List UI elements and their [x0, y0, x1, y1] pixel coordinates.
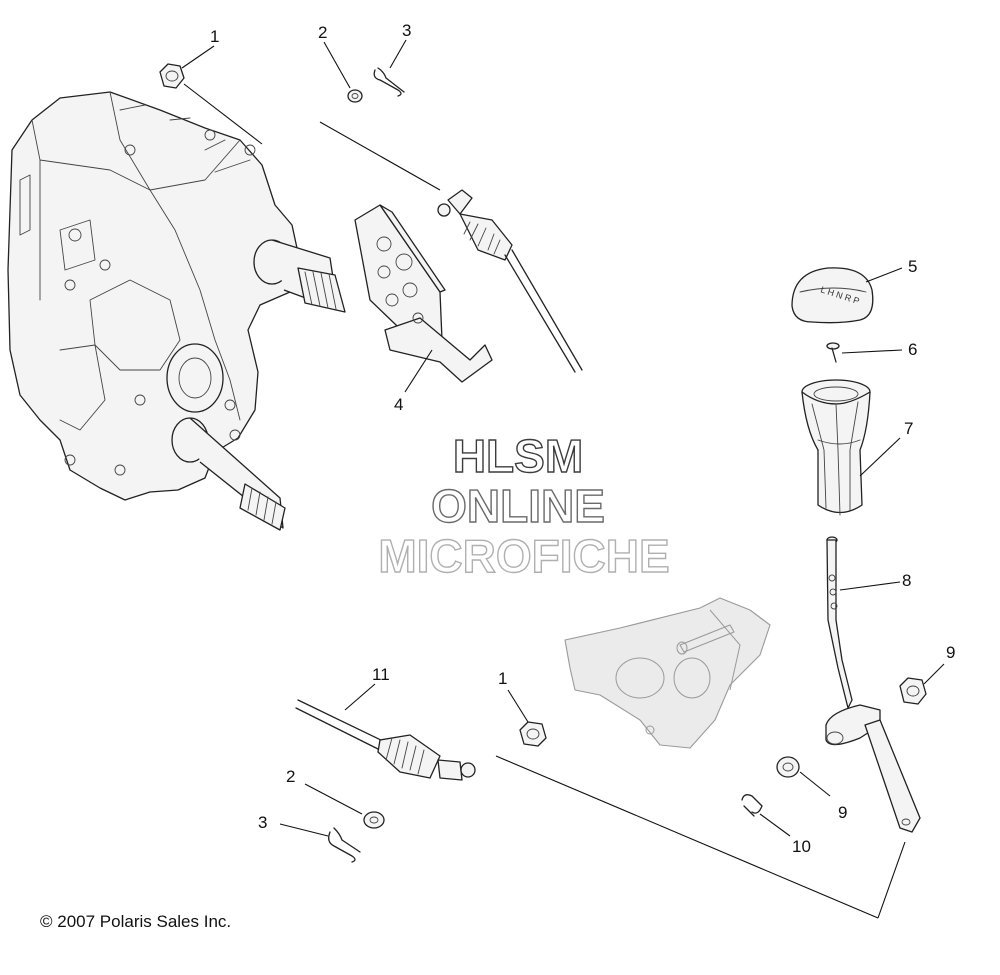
callout-11: 11: [372, 665, 390, 684]
callout-1-top: 1: [210, 27, 219, 46]
copyright-notice: © 2007 Polaris Sales Inc.: [40, 912, 232, 931]
nut-part-9-upper: [899, 677, 927, 705]
washer-part-2-lower: [363, 811, 385, 829]
shift-lever-part-8: [825, 536, 921, 833]
shift-knob-part-5: L H N R P: [791, 267, 874, 324]
transmission-housing: [7, 91, 346, 531]
callout-1-lower: 1: [498, 669, 507, 688]
clip-part-10: [741, 794, 763, 817]
callout-2-top: 2: [318, 23, 327, 42]
watermark-line-1: HLSM: [453, 430, 583, 482]
shift-cable-upper: [437, 189, 583, 373]
screw-part-6: [826, 342, 840, 363]
callout-9-lower: 9: [838, 803, 847, 822]
mounting-bracket-reference: [564, 597, 771, 749]
watermark-line-2: ONLINE: [431, 480, 605, 532]
nut-part-1-top: [159, 63, 185, 89]
callout-8: 8: [902, 571, 911, 590]
washer-part-2-top: [347, 89, 363, 103]
callout-3-lower: 3: [258, 813, 267, 832]
shift-cable-lower: [295, 699, 476, 781]
bracket-part-4: [354, 204, 493, 383]
callout-3-top: 3: [402, 21, 411, 40]
callout-6: 6: [908, 340, 917, 359]
callout-10: 10: [792, 837, 811, 856]
callout-5: 5: [908, 257, 917, 276]
cotter-pin-part-3-top: [373, 67, 405, 97]
callout-2-lower: 2: [286, 767, 295, 786]
callout-9-upper: 9: [946, 643, 955, 662]
callout-7: 7: [904, 419, 913, 438]
bushing-part-9-lower: [776, 756, 800, 778]
callout-4: 4: [394, 395, 403, 414]
cotter-pin-part-3-lower: [328, 827, 361, 863]
nut-part-1-lower: [519, 721, 547, 747]
watermark-line-3: MICROFICHE: [378, 530, 669, 582]
shift-boot-part-7: [801, 379, 871, 516]
